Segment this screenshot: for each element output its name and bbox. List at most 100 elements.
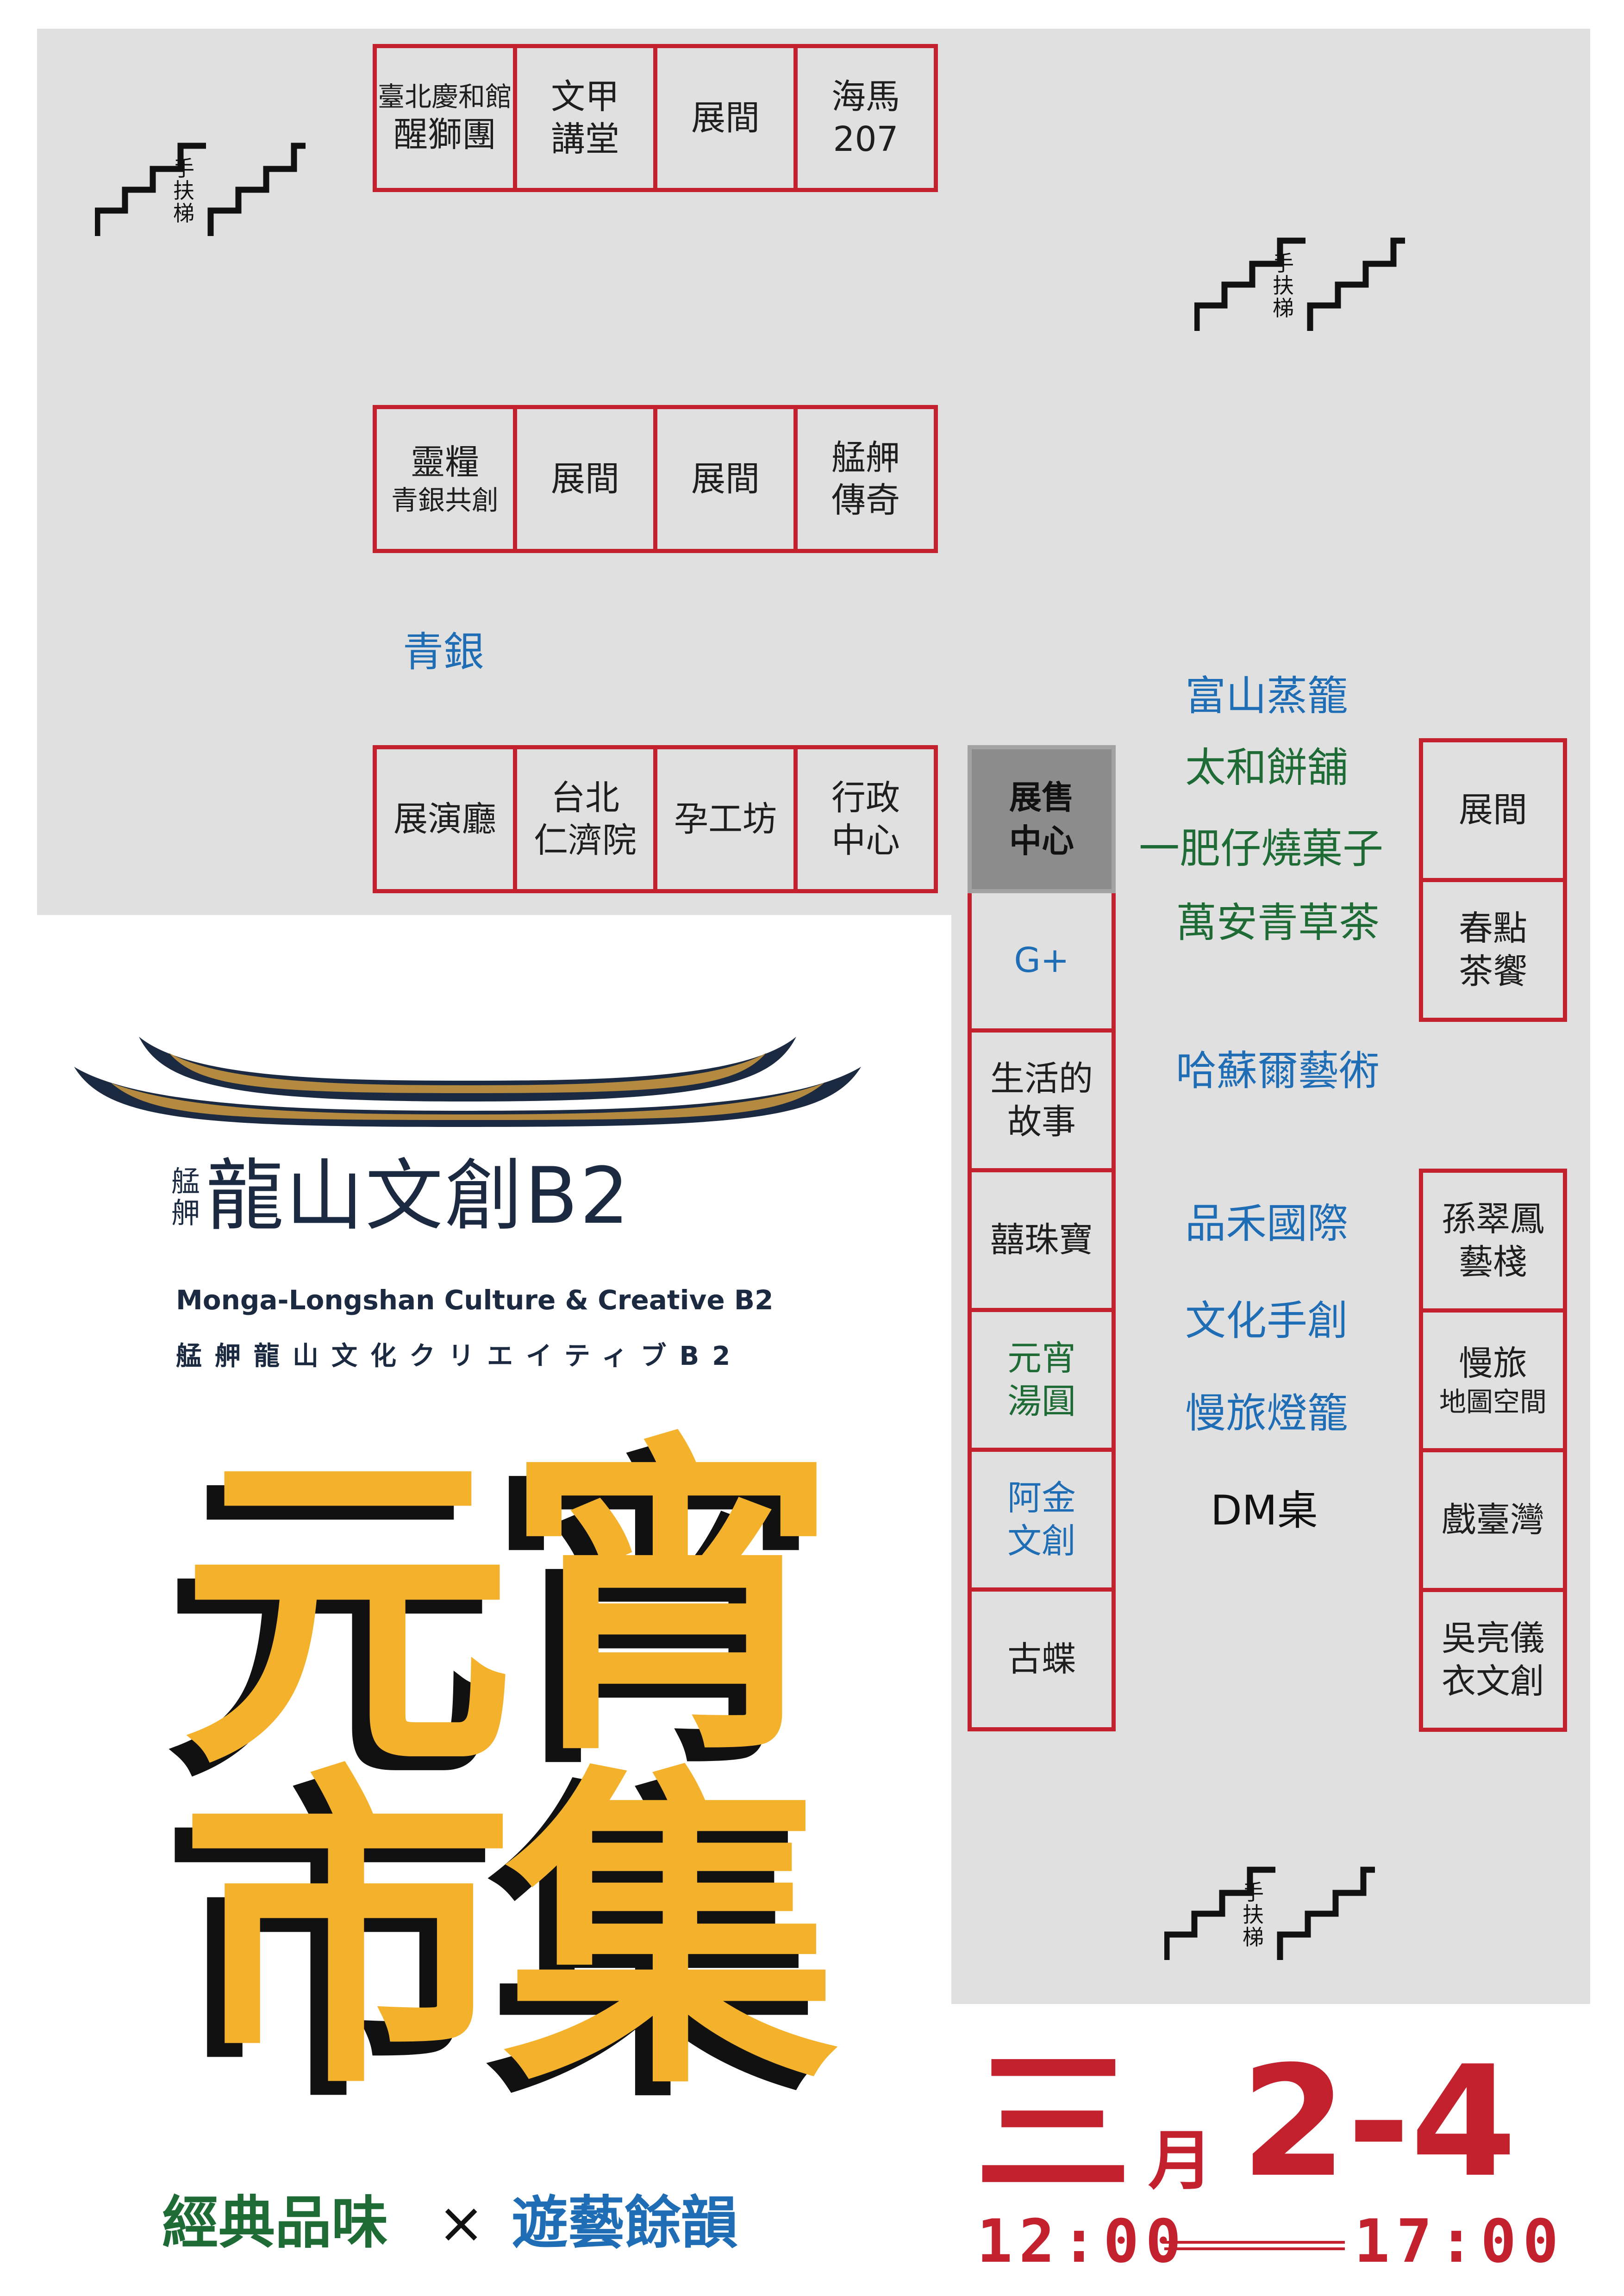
booth-label-line: 仁濟院 <box>534 821 637 860</box>
booth-label-line: 生活的 <box>990 1059 1093 1099</box>
label-fushan: 富山蒸籠 <box>1185 672 1349 720</box>
title-char-4: 集 <box>505 1741 838 2128</box>
stairs-icon <box>1164 1867 1375 1960</box>
booth-label-line: 展間 <box>1459 790 1527 830</box>
booth-right-lower-4: 吳亮儀衣文創 <box>1419 1588 1567 1732</box>
booth-middle-row-1: 靈糧青銀共創 <box>373 405 517 553</box>
booth-label-line: 展演廳 <box>394 799 496 839</box>
label-wenhua: 文化手創 <box>1185 1297 1349 1344</box>
sales-center-booth: 展售 中心 <box>968 745 1116 893</box>
booth-label-line: 囍珠寶 <box>990 1220 1093 1260</box>
booth-center-column-1: G+ <box>968 889 1116 1033</box>
event-start-time: 12:00 <box>977 2207 1188 2276</box>
booth-label-line: 吳亮儀 <box>1442 1618 1544 1658</box>
stairs-icon <box>1194 237 1405 331</box>
booth-label-line: 靈糧 <box>411 442 479 482</box>
booth-label-line: 傳奇 <box>831 480 900 520</box>
label-taihe: 太和餅舖 <box>1185 744 1349 791</box>
booth-label-line: 海馬 <box>831 76 900 117</box>
booth-label-line: 春點 <box>1459 908 1527 948</box>
booth-top-row-2: 文甲講堂 <box>513 44 657 192</box>
label-manlv: 慢旅燈籠 <box>1185 1389 1349 1437</box>
booth-right-upper-2: 春點茶饗 <box>1419 878 1567 1022</box>
label-pinhe: 品禾國際 <box>1185 1200 1349 1247</box>
label-wanan: 萬安青草茶 <box>1176 899 1380 946</box>
booth-label-line: 文創 <box>1007 1521 1076 1561</box>
time-range-connector <box>1164 2241 1345 2250</box>
booth-label-line: 展間 <box>551 459 619 499</box>
booth-label-line: 湯圓 <box>1007 1381 1076 1421</box>
booth-bottom-row-2: 台北仁濟院 <box>513 745 657 893</box>
booth-right-lower-2: 慢旅地圖空間 <box>1419 1308 1567 1452</box>
label-qingyin: 青銀 <box>403 628 485 676</box>
booth-label-line: 文甲 <box>551 76 619 117</box>
logo-small-bottom: 舺 <box>171 1196 200 1230</box>
booth-label-line: 台北 <box>551 778 619 818</box>
booth-right-lower-3: 戲臺灣 <box>1419 1448 1567 1592</box>
booth-top-row-1: 臺北慶和館醒獅團 <box>373 44 517 192</box>
escalator-label: 手扶梯 <box>1273 251 1294 321</box>
booth-bottom-row-1: 展演廳 <box>373 745 517 893</box>
booth-label-line: 元宵 <box>1007 1338 1076 1378</box>
booth-label-line: 藝棧 <box>1459 1242 1527 1282</box>
booth-label-line: 青銀共創 <box>391 485 499 516</box>
booth-label-line: 臺北慶和館 <box>377 81 512 112</box>
booth-label-line: 茶饗 <box>1459 951 1527 991</box>
booth-label-line: 展間 <box>691 459 760 499</box>
booth-center-column-5: 阿金文創 <box>968 1448 1116 1592</box>
booth-right-upper-1: 展間 <box>1419 738 1567 882</box>
event-month-number: 三 <box>974 2033 1132 2216</box>
booth-bottom-row-3: 孕工坊 <box>653 745 798 893</box>
booth-label-line: 慢旅 <box>1459 1344 1527 1383</box>
booth-label-line: 行政 <box>831 778 900 818</box>
booth-top-row-3: 展間 <box>653 44 798 192</box>
title-char-1: 元 <box>181 1421 514 1809</box>
booth-label-line: 故事 <box>1007 1101 1076 1142</box>
booth-label-line: 中心 <box>831 821 900 860</box>
booth-middle-row-2: 展間 <box>513 405 657 553</box>
booth-center-column-4: 元宵湯圓 <box>968 1308 1116 1452</box>
booth-middle-row-3: 展間 <box>653 405 798 553</box>
booth-label-line: 講堂 <box>551 119 619 159</box>
event-month-unit: 月 <box>1148 2123 1213 2199</box>
booth-center-column-3: 囍珠寶 <box>968 1168 1116 1312</box>
escalator-label: 手扶梯 <box>173 156 194 226</box>
label-dm-table: DM桌 <box>1211 1487 1318 1534</box>
booth-bottom-row-4: 行政中心 <box>793 745 938 893</box>
booth-label-line: 戲臺灣 <box>1442 1500 1544 1540</box>
logo-japanese-name: 艋舺龍山文化クリエイティブB2 <box>176 1341 743 1371</box>
booth-label-line: G+ <box>1014 940 1069 981</box>
tagline-left: 經典品味 <box>162 2190 388 2256</box>
booth-label-line: 醒獅團 <box>394 115 496 155</box>
logo-chinese-name: 龍山文創B2 <box>206 1151 631 1241</box>
title-char-2: 宵 <box>505 1407 838 1795</box>
booth-label-line: 孕工坊 <box>674 799 777 839</box>
event-days: 2-4 <box>1241 2033 1517 2211</box>
booth-center-column-2: 生活的故事 <box>968 1028 1116 1172</box>
booth-label-line: 古蝶 <box>1007 1639 1076 1680</box>
booth-label-line: 衣文創 <box>1442 1661 1544 1701</box>
stairs-icon <box>95 143 306 236</box>
event-end-time: 17:00 <box>1354 2207 1565 2276</box>
booth-middle-row-4: 艋舺傳奇 <box>793 405 938 553</box>
booth-label-line: 孫翠鳳 <box>1442 1199 1544 1239</box>
logo-small-top: 艋 <box>171 1164 200 1198</box>
sales-center-line1: 展售 <box>1009 778 1074 816</box>
booth-center-column-6: 古蝶 <box>968 1587 1116 1731</box>
tagline-right: 遊藝餘韻 <box>512 2190 737 2256</box>
booth-label-line: 展間 <box>691 98 760 138</box>
booth-label-line: 艋舺 <box>831 437 900 478</box>
logo-english-name: Monga-Longshan Culture & Creative B2 <box>176 1284 774 1316</box>
temple-roof-logo-icon <box>74 1037 861 1127</box>
escalator-label: 手扶梯 <box>1243 1880 1264 1950</box>
label-hasuer: 哈蘇爾藝術 <box>1176 1047 1380 1095</box>
booth-label-line: 地圖空間 <box>1439 1386 1547 1418</box>
label-yifeizai: 一肥仔燒菓子 <box>1139 825 1384 872</box>
booth-label-line: 阿金 <box>1007 1478 1076 1518</box>
sales-center-line2: 中心 <box>1009 822 1074 860</box>
title-char-3: 市 <box>181 1741 514 2128</box>
booth-right-lower-1: 孫翠鳳藝棧 <box>1419 1169 1567 1313</box>
booth-label-line: 207 <box>833 119 899 159</box>
tagline-separator: × <box>437 2190 485 2256</box>
